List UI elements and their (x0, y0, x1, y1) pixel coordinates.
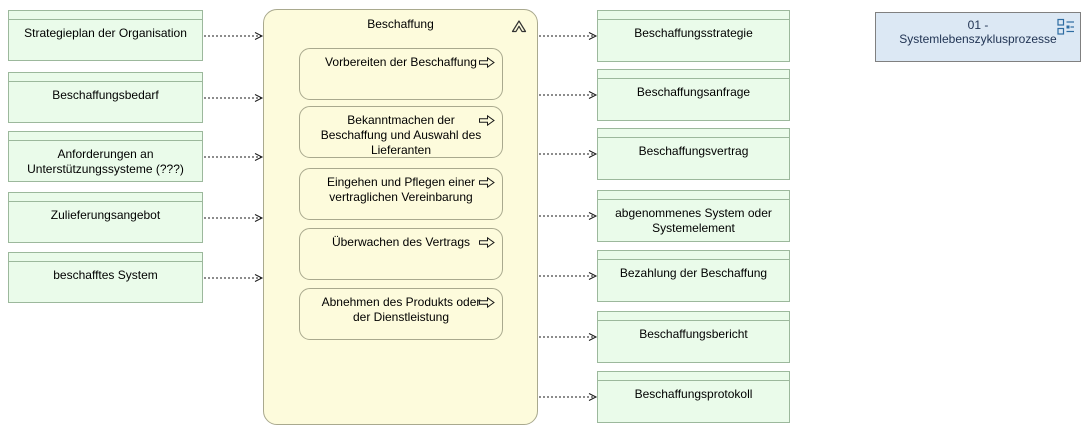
node-label: beschafftes System (53, 268, 158, 282)
node-label: Beschaffungsvertrag (638, 144, 749, 158)
node-header-strip (9, 132, 202, 141)
label-line: der Dienstleistung (352, 310, 450, 324)
connector-input-4 (204, 214, 264, 222)
output-node-beschaffungsbericht[interactable]: Beschaffungsbericht (597, 311, 790, 363)
connector-input-3 (204, 153, 264, 161)
diagram-view-icon (1057, 18, 1075, 36)
input-node-anforderungen[interactable]: Anforderungen an Unterstützungssysteme (… (8, 131, 203, 182)
connector-input-1 (204, 32, 264, 40)
node-header-strip (598, 312, 789, 321)
node-header-strip (598, 191, 789, 200)
node-header-strip (598, 372, 789, 381)
node-header-strip (9, 253, 202, 262)
connector-output-4 (539, 212, 598, 220)
step-label: Überwachen des Vertrags (331, 235, 471, 249)
label-line: abgenommenes System oder (615, 206, 772, 220)
output-node-beschaffungsanfrage[interactable]: Beschaffungsanfrage (597, 69, 790, 121)
node-label: Beschaffungsprotokoll (634, 387, 753, 401)
process-arrow-icon (478, 296, 496, 309)
step-node-ueberwachen[interactable]: Überwachen des Vertrags (299, 228, 503, 280)
step-label: Vorbereiten der Beschaffung (325, 55, 477, 69)
label-line: Unterstützungssysteme (???) (27, 162, 184, 176)
input-node-beschaffungsbedarf[interactable]: Beschaffungsbedarf (8, 72, 203, 123)
label-line: vertraglichen Vereinbarung (329, 190, 473, 204)
reference-node-systemlebenszyklusprozesse[interactable]: 01 - Systemlebenszyklusprozesse (875, 12, 1081, 62)
node-label: 01 - Systemlebenszyklusprozesse (876, 13, 1080, 46)
connector-output-6 (539, 333, 598, 341)
step-label: Abnehmen des Produkts oder der Dienstlei… (300, 289, 502, 325)
output-node-beschaffungsprotokoll[interactable]: Beschaffungsprotokoll (597, 371, 790, 423)
step-node-abnehmen[interactable]: Abnehmen des Produkts oder der Dienstlei… (299, 288, 503, 340)
label-line: Lieferanten (370, 143, 432, 157)
node-label: Bezahlung der Beschaffung (619, 266, 768, 280)
connector-output-3 (539, 150, 598, 158)
output-node-bezahlung[interactable]: Bezahlung der Beschaffung (597, 250, 790, 302)
input-node-beschafftes-system[interactable]: beschafftes System (8, 252, 203, 303)
node-label: Strategieplan der Organisation (24, 26, 187, 40)
node-header-strip (598, 251, 789, 260)
chevron-up-icon[interactable] (509, 16, 529, 36)
node-label: Zulieferungsangebot (50, 208, 161, 222)
node-label: Anforderungen an Unterstützungssysteme (… (9, 141, 202, 177)
process-group-beschaffung[interactable]: Beschaffung Vorbereiten der Beschaffung … (263, 9, 538, 425)
step-node-bekanntmachen[interactable]: Bekanntmachen der Beschaffung und Auswah… (299, 106, 503, 158)
node-label: Beschaffungsstrategie (634, 26, 753, 40)
node-label: abgenommenes System oder Systemelement (598, 200, 789, 236)
process-group-title: Beschaffung (367, 17, 434, 31)
label-line: Systemelement (652, 221, 735, 235)
node-header-strip (598, 129, 789, 138)
node-label: Beschaffungsanfrage (636, 85, 751, 99)
connector-output-1 (539, 32, 598, 40)
connector-input-5 (204, 274, 264, 282)
connector-output-5 (539, 272, 598, 280)
node-header-strip (598, 70, 789, 79)
node-header-strip (9, 193, 202, 202)
label-line: Abnehmen des Produkts oder (321, 295, 481, 309)
process-arrow-icon (478, 56, 496, 69)
connector-output-7 (539, 393, 598, 401)
node-header-strip (598, 11, 789, 20)
node-header-strip (9, 73, 202, 82)
step-label: Bekanntmachen der Beschaffung und Auswah… (300, 107, 502, 158)
node-label: Beschaffungsbericht (639, 327, 748, 341)
label-line: Anforderungen an (57, 147, 154, 161)
label-line: 01 - (967, 18, 989, 32)
process-arrow-icon (478, 236, 496, 249)
label-line: Systemlebenszyklusprozesse (899, 32, 1057, 46)
output-node-abgenommenes-system[interactable]: abgenommenes System oder Systemelement (597, 190, 790, 242)
output-node-beschaffungsstrategie[interactable]: Beschaffungsstrategie (597, 10, 790, 62)
node-label: Beschaffungsbedarf (52, 88, 159, 102)
label-line: Beschaffung und Auswahl des (320, 128, 482, 142)
process-arrow-icon (478, 176, 496, 189)
output-node-beschaffungsvertrag[interactable]: Beschaffungsvertrag (597, 128, 790, 180)
step-node-vorbereiten[interactable]: Vorbereiten der Beschaffung (299, 48, 503, 100)
input-node-strategieplan[interactable]: Strategieplan der Organisation (8, 10, 203, 61)
node-header-strip (9, 11, 202, 20)
input-node-zulieferungsangebot[interactable]: Zulieferungsangebot (8, 192, 203, 243)
process-arrow-icon (478, 114, 496, 127)
label-line: Bekanntmachen der (347, 113, 455, 127)
step-label: Eingehen und Pflegen einer vertraglichen… (300, 169, 502, 205)
label-line: Eingehen und Pflegen einer (326, 175, 476, 189)
step-node-eingehen[interactable]: Eingehen und Pflegen einer vertraglichen… (299, 168, 503, 220)
connector-output-2 (539, 91, 598, 99)
connector-input-2 (204, 94, 264, 102)
